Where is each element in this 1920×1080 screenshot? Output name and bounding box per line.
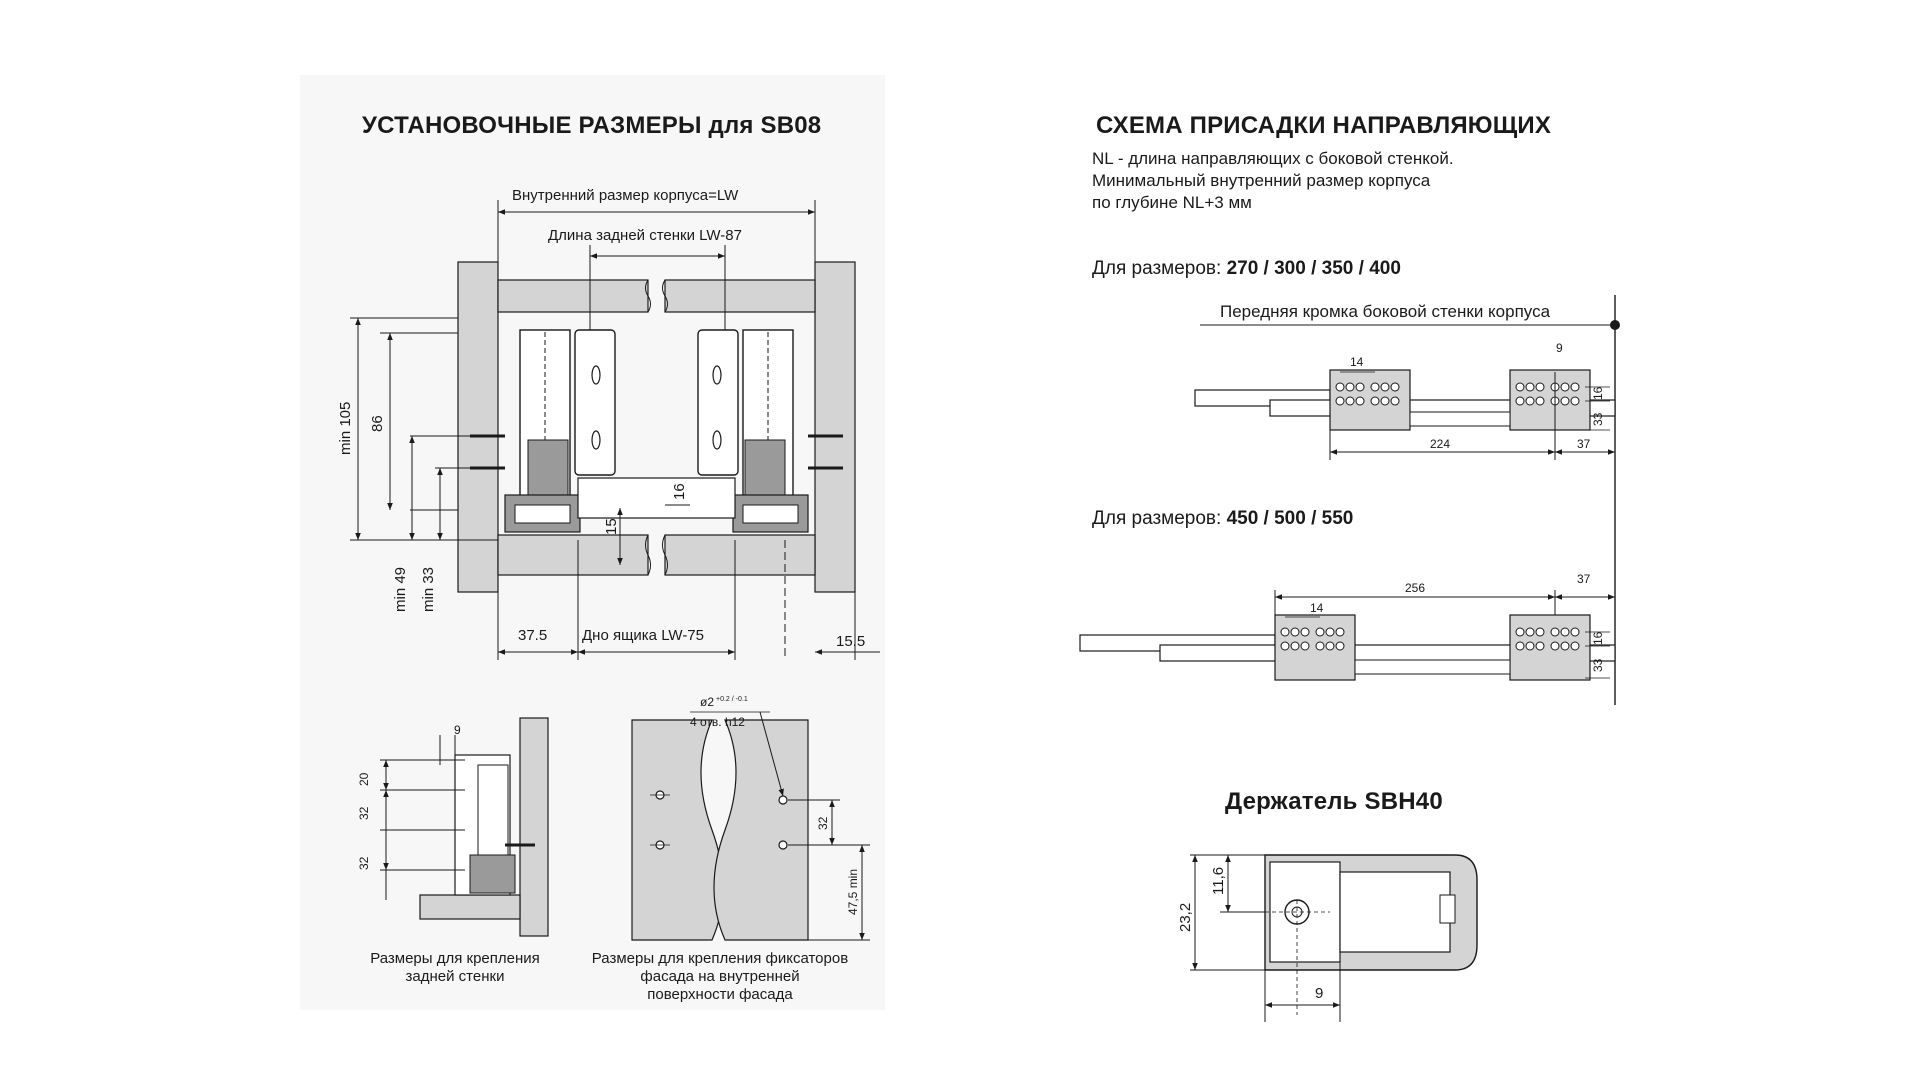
facade-caption: Размеры для крепления фиксаторов фасада … <box>570 950 870 1004</box>
dim-back-wall: Длина задней стенки LW-87 <box>548 227 742 244</box>
drawer-bottom <box>577 477 736 519</box>
g1-dim-9: 9 <box>1556 341 1563 355</box>
dim-15: 15 <box>603 518 620 535</box>
hole-diameter: ø2 <box>700 695 714 709</box>
front-edge-label: Передняя кромка боковой стенки корпуса <box>1220 302 1551 321</box>
bottom-panel-left <box>497 534 649 576</box>
dim-facade-32: 32 <box>816 816 830 830</box>
back-wall-caption-line2: задней стенки <box>405 968 505 985</box>
dim-sub-32b: 32 <box>357 856 371 870</box>
dim-min49: min 49 <box>392 567 409 612</box>
right-cabinet-side-panel <box>814 261 856 593</box>
dim-37-5: 37.5 <box>518 627 547 644</box>
sizes-group2-label: Для размеров: 450 / 500 / 550 <box>1092 508 1353 530</box>
dim-bottom: Дно ящика LW-75 <box>582 627 704 644</box>
sizes-group1-prefix: Для размеров: <box>1092 258 1227 279</box>
dim-15-5: 15.5 <box>836 633 865 650</box>
guide-rail-long <box>1079 614 1616 681</box>
holder-dim-23-2: 23,2 <box>1177 903 1194 932</box>
facade-caption-line1: Размеры для крепления фиксаторов <box>591 950 849 967</box>
g1-dim-224: 224 <box>1430 437 1450 451</box>
left-drawer-side <box>504 329 616 533</box>
g2-dim-14: 14 <box>1310 601 1324 615</box>
dim-min33: min 33 <box>420 567 437 612</box>
dim-sub-20: 20 <box>357 772 371 786</box>
dim-inner-lw: Внутренний размер корпуса=LW <box>512 187 739 204</box>
back-wall-caption-line1: Размеры для крепления <box>370 950 540 967</box>
dim-facade-47-5: 47,5 min <box>846 869 860 915</box>
g1-dim-37: 37 <box>1577 437 1591 451</box>
bottom-panel-right <box>664 534 816 576</box>
sizes-group2-values: 450 / 500 / 550 <box>1226 508 1354 529</box>
top-panel-right <box>664 279 816 313</box>
g1-dim-33: 33 <box>1591 412 1605 426</box>
facade-caption-line2: фасада на внутренней <box>640 968 800 985</box>
hole-count: 4 отв. h12 <box>690 715 745 729</box>
g1-dim-14: 14 <box>1350 355 1364 369</box>
guide-holes-long <box>1280 627 1580 651</box>
back-wall-cabinet-side <box>519 717 549 937</box>
nl-note-line2: Минимальный внутренний размер корпуса <box>1092 171 1431 190</box>
top-panel-left <box>497 279 649 313</box>
g2-dim-37: 37 <box>1577 572 1591 586</box>
sizes-group1-label: Для размеров: 270 / 300 / 350 / 400 <box>1092 258 1401 280</box>
dim-min105: min 105 <box>337 402 354 455</box>
g2-dim-16: 16 <box>1591 631 1605 645</box>
dim-16: 16 <box>671 483 688 500</box>
back-wall-caption: Размеры для крепления задней стенки <box>350 950 560 986</box>
dim-86: 86 <box>369 415 386 432</box>
hole-tolerance: +0.2 / -0.1 <box>716 696 748 703</box>
holder-dim-9: 9 <box>1315 985 1323 1002</box>
guide-holes-short <box>1335 382 1580 406</box>
g1-dim-16: 16 <box>1591 386 1605 400</box>
nl-note-line1: NL - длина направляющих с боковой стенко… <box>1092 149 1454 168</box>
holder-title: Держатель SBH40 <box>1225 788 1443 815</box>
sizes-group1-values: 270 / 300 / 350 / 400 <box>1226 258 1401 279</box>
screw-icons <box>470 434 843 470</box>
guide-drilling-scheme-title: СХЕМА ПРИСАДКИ НАПРАВЛЯЮЩИХ <box>1096 112 1552 139</box>
g2-dim-256: 256 <box>1405 581 1425 595</box>
installation-dimensions-title: УСТАНОВОЧНЫЕ РАЗМЕРЫ для SB08 <box>362 112 822 139</box>
dim-sub-32a: 32 <box>357 806 371 820</box>
holder-dim-11-6: 11,6 <box>1210 867 1227 895</box>
facade-caption-line3: поверхности фасада <box>647 986 793 1003</box>
sizes-group2-prefix: Для размеров: <box>1092 508 1227 529</box>
nl-note-line3: по глубине NL+3 мм <box>1092 193 1252 212</box>
facade-panel <box>631 719 724 941</box>
left-cabinet-side-panel <box>457 261 499 593</box>
dim-sub-9: 9 <box>454 723 461 737</box>
g2-dim-33: 33 <box>1591 658 1605 672</box>
nl-note: NL - длина направляющих с боковой стенко… <box>1092 148 1454 214</box>
